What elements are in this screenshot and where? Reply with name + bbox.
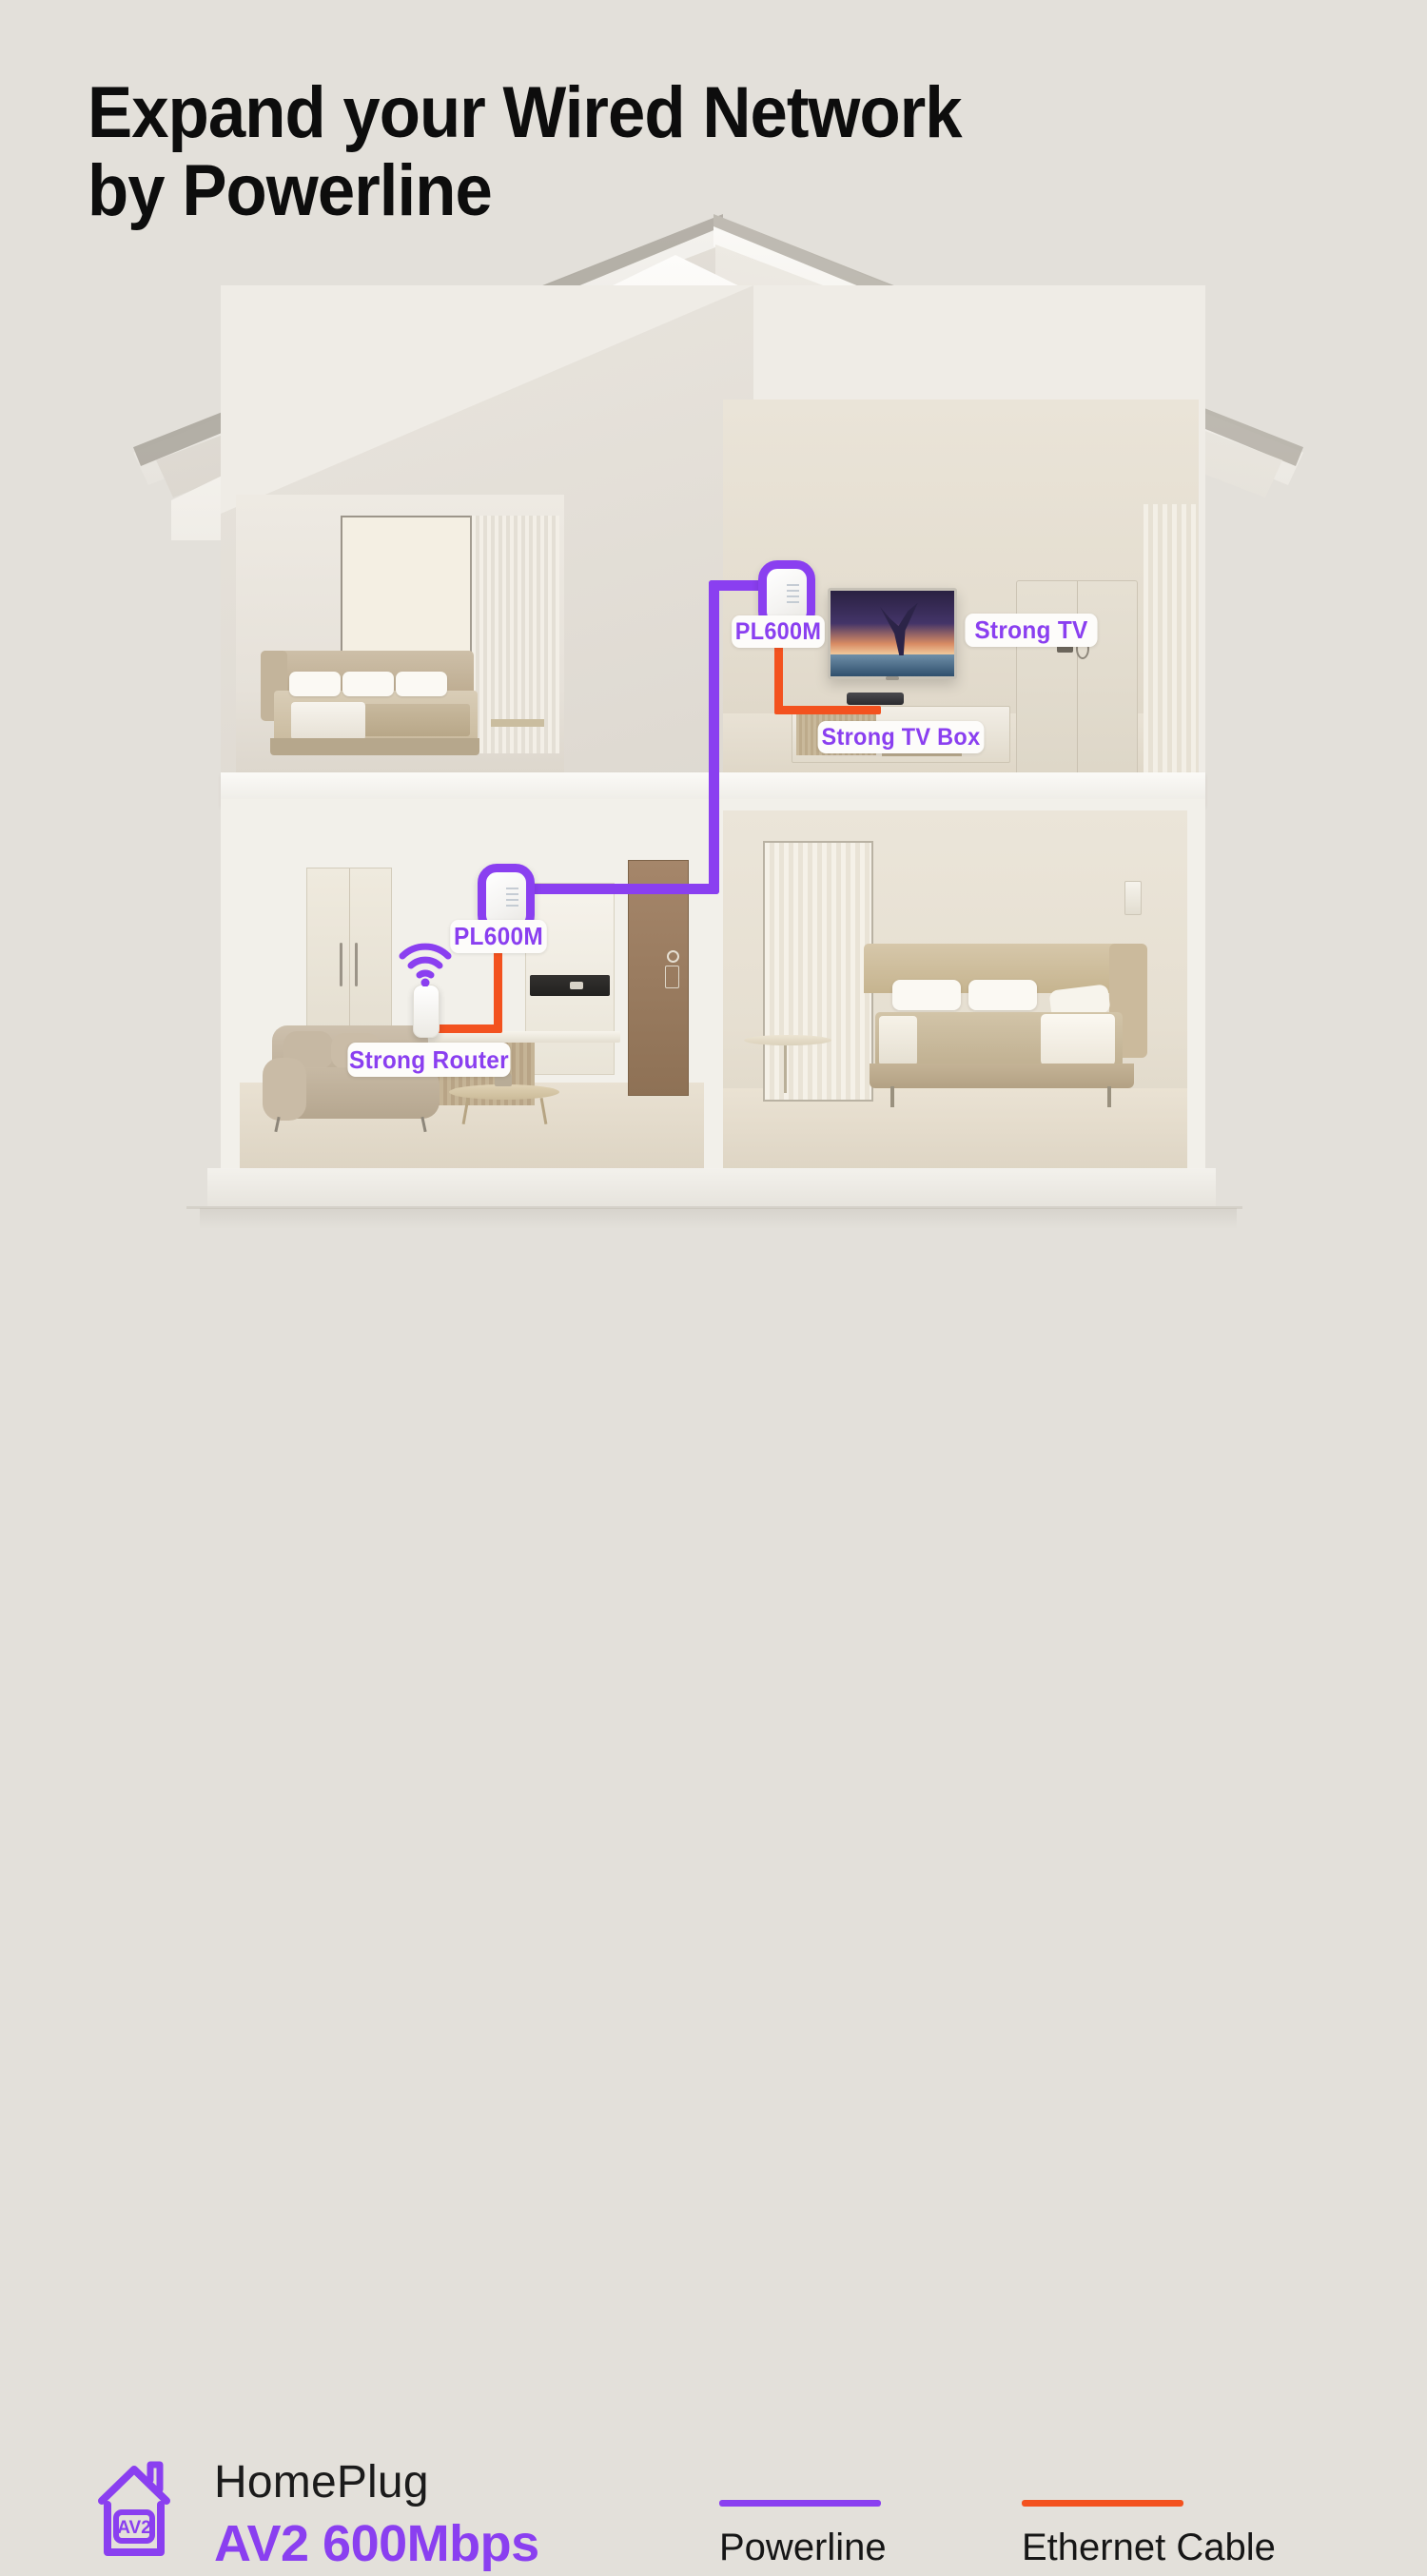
adapter-led-indicators	[506, 888, 518, 908]
tv-screen-water	[831, 654, 954, 676]
curtains	[763, 841, 873, 1102]
label-router: Strong Router	[347, 1043, 511, 1077]
curtains	[1144, 504, 1199, 780]
bed-leg	[1107, 1086, 1111, 1107]
homeplug-badge-text: HomePlug AV2 600Mbps	[214, 2460, 539, 2571]
svg-text:AV2: AV2	[117, 2518, 151, 2538]
ethernet-cable-lower-horizontal	[430, 1025, 502, 1033]
sofa-arm	[263, 1058, 306, 1121]
label-adapter-lower: PL600M	[450, 920, 547, 953]
legend-label-ethernet: Ethernet Cable	[1022, 2527, 1276, 2568]
bed	[864, 944, 1147, 1115]
homeplug-av2-house-icon: AV2	[95, 2459, 173, 2562]
wooden-door	[628, 860, 689, 1096]
closet-handle	[355, 943, 358, 986]
legend-item-powerline: Powerline	[719, 2500, 967, 2576]
bed-base	[870, 1064, 1134, 1088]
wardrobe-handle	[1057, 642, 1073, 653]
tall-cabinet	[525, 883, 615, 1075]
powerline-cable-segment-vertical	[709, 580, 719, 894]
bed-leg	[890, 1086, 894, 1107]
tv-screen	[831, 591, 954, 676]
bed	[261, 651, 485, 765]
side-table-leg	[784, 1045, 787, 1093]
built-in-appliance	[530, 975, 610, 996]
pillow	[289, 672, 341, 696]
wifi-router[interactable]	[413, 985, 440, 1038]
bed-sheet	[1041, 1014, 1115, 1065]
bed-sheet	[879, 1016, 917, 1065]
wardrobe-seam	[1077, 581, 1078, 780]
ethernet-cable-upper-horizontal	[774, 706, 881, 714]
bed-duvet	[291, 702, 365, 740]
powerline-cable-segment-upper-horizontal	[709, 580, 768, 591]
label-text: PL600M	[453, 922, 544, 950]
door-knob-icon	[667, 950, 679, 963]
wifi-signal-icon	[398, 937, 453, 987]
side-table	[744, 1035, 831, 1045]
house-cutaway-diagram: PL600M Strong TV Strong TV Box PL600M St…	[133, 214, 1303, 1229]
lower-bedroom	[723, 810, 1187, 1170]
sofa	[263, 1025, 443, 1133]
tv-set-top-box	[847, 693, 904, 705]
label-text: Strong TV Box	[821, 723, 981, 751]
page-title: Expand your Wired Network by Powerline	[88, 72, 963, 232]
ground-shadow	[200, 1208, 1237, 1229]
wall-sconce	[1124, 881, 1142, 915]
upper-bedroom	[236, 495, 564, 772]
bed-base	[270, 738, 479, 755]
label-text: Strong TV	[974, 615, 1088, 644]
legend-swatch-powerline	[719, 2500, 881, 2507]
tv-stand-foot	[886, 676, 899, 680]
pillow	[892, 980, 961, 1010]
nightstand	[491, 719, 544, 727]
ground-line	[186, 1206, 1242, 1209]
closet	[306, 868, 392, 1045]
lower-living-room	[240, 810, 704, 1170]
homeplug-title: HomePlug	[214, 2457, 429, 2508]
ethernet-cable-upper-vertical	[774, 614, 783, 713]
sideboard-top	[417, 1031, 620, 1043]
closet-handle	[340, 943, 342, 986]
closet-seam	[349, 868, 350, 1044]
tv-screen-whale-tail	[880, 602, 918, 656]
coffee-table	[449, 1084, 559, 1100]
house-plinth	[207, 1168, 1216, 1208]
homeplug-speed: AV2 600Mbps	[214, 2515, 539, 2572]
legend-label-powerline: Powerline	[719, 2527, 887, 2568]
wall-mounted-tv	[828, 588, 957, 680]
window-blinds	[470, 516, 559, 753]
door-lock-plate-icon	[665, 966, 679, 988]
pillow	[968, 980, 1037, 1010]
label-text: Strong Router	[349, 1044, 509, 1074]
label-adapter-upper: PL600M	[732, 615, 825, 648]
pillow	[396, 672, 447, 696]
sofa-leg	[420, 1116, 427, 1133]
pillow	[342, 672, 394, 696]
legend-item-ethernet: Ethernet Cable	[1022, 2500, 1364, 2576]
ethernet-cable-lower-vertical	[494, 916, 502, 1032]
label-tv-box: Strong TV Box	[817, 721, 985, 753]
wardrobe	[1016, 580, 1138, 780]
label-tv: Strong TV	[965, 614, 1098, 647]
legend-swatch-ethernet	[1022, 2500, 1183, 2507]
footer: AV2 HomePlug AV2 600Mbps Powerline Ether…	[0, 1227, 1427, 2570]
powerline-cable-segment-lower-horizontal	[514, 884, 719, 894]
label-text: PL600M	[734, 617, 822, 645]
adapter-led-indicators	[787, 584, 799, 605]
